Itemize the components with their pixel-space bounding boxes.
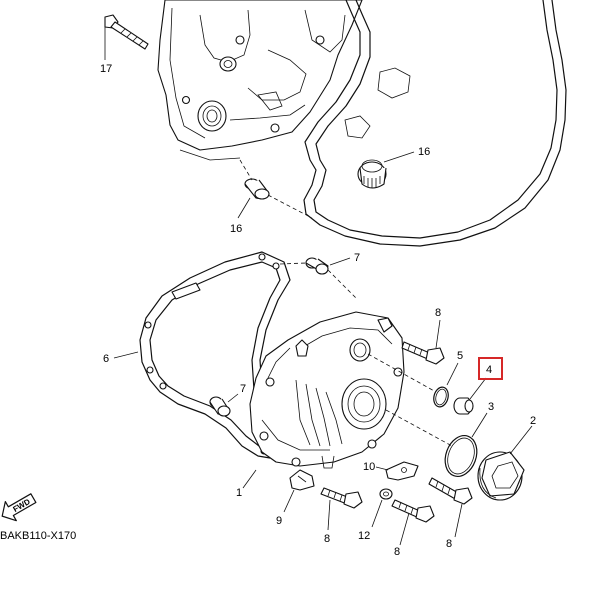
clutch-cover-1 [249,311,405,469]
bearing-12 [357,159,387,189]
callout-6: 6 [103,353,109,365]
bolt-17 [104,14,149,50]
callout-12: 16 [418,146,430,158]
dowel-7-upper [305,257,329,275]
callout-8-right: 8 [446,538,452,550]
callout-10: 12 [358,530,370,542]
dowel-16 [244,178,270,200]
callout-17: 17 [100,63,112,75]
callout-9-right: 10 [363,461,375,473]
callout-8-top: 8 [435,307,441,319]
callout-3: 3 [488,401,494,413]
document-code: BAKB110-X170 [0,530,76,542]
dowel-7-lower [209,396,231,417]
bolt-8-right [428,477,473,505]
callout-4: 4 [486,364,492,376]
callout-1: 1 [236,487,242,499]
callout-5: 5 [457,350,463,362]
callout-16: 16 [230,223,242,235]
o-ring-3 [444,435,478,477]
callout-4-highlight-box [478,357,503,380]
callout-2: 2 [530,415,536,427]
washer-10 [379,488,393,500]
bolt-8-left [320,487,363,509]
crankcase-drawing [157,0,363,161]
bolt-8-center [391,499,435,523]
callout-7-upper: 7 [354,252,360,264]
clamp-9-right [385,461,419,481]
plug-2 [477,451,525,501]
crankcase-gasket-upper [303,0,567,247]
bolt-8-top [401,341,445,365]
callout-labels: 17 16 16 7 6 8 5 7 3 2 10 1 9 8 12 8 8 4 [100,63,536,558]
fwd-arrow-icon: FWD [1,493,37,522]
clutch-cover-gasket-6 [139,251,291,459]
callout-8-center: 8 [394,546,400,558]
callout-8-left: 8 [324,533,330,545]
callout-9-left: 9 [276,515,282,527]
plug-4 [453,397,474,415]
callout-7-lower: 7 [240,383,246,395]
o-ring-5 [433,386,449,408]
clamp-9-left [289,469,315,491]
